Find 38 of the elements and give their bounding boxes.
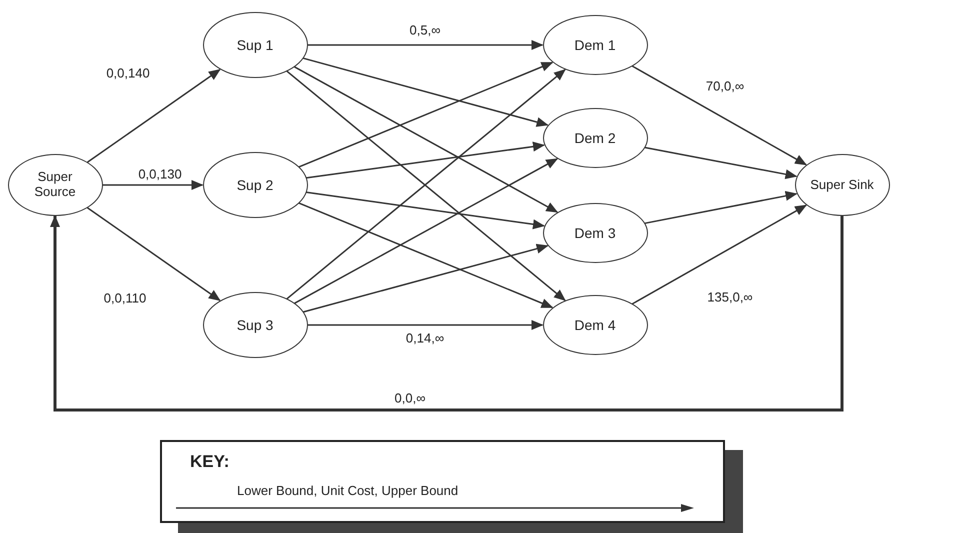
arrow: [308, 40, 544, 50]
node-label: Super Sink: [810, 178, 874, 192]
arrow: [298, 202, 554, 308]
node-label: Dem 4: [574, 316, 616, 334]
node-label: Sup 3: [236, 316, 274, 334]
edge-label: 70,0,∞: [704, 78, 746, 94]
node-ellipse: [794, 154, 890, 216]
arrow: [298, 62, 554, 168]
arrow: [644, 146, 798, 180]
arrow: [86, 207, 221, 302]
arrow: [303, 244, 549, 313]
node-label: Dem 1: [574, 36, 616, 54]
legend-text: Lower Bound, Unit Cost, Upper Bound: [237, 483, 458, 498]
edge-label: 0,0,110: [102, 290, 148, 306]
arrow: [86, 68, 221, 163]
node-label: Super Source: [33, 170, 77, 200]
arrow: [302, 57, 549, 127]
edge-label: 0,0,140: [104, 66, 152, 80]
edge-label: 0,0,130: [136, 166, 184, 182]
node-label: Dem 2: [574, 130, 616, 146]
arrow: [306, 142, 545, 179]
edge-label: 0,14,∞: [404, 330, 446, 346]
arrow: [632, 65, 807, 166]
node-label: Sup 2: [236, 176, 274, 194]
key-title: KEY:: [190, 452, 230, 472]
arrow: [294, 158, 558, 304]
arrow: [294, 66, 558, 213]
node-label: Dem 3: [574, 224, 616, 242]
arrow: [102, 180, 204, 190]
node-label: Sup 1: [236, 36, 274, 54]
arrow: [644, 191, 798, 224]
arrow: [306, 191, 545, 230]
edge-label: 0,0,∞: [392, 390, 428, 406]
arrow: [308, 320, 544, 330]
edge-label: 0,5,∞: [408, 22, 442, 38]
arrow: [50, 215, 844, 412]
edge-label: 135,0,∞: [705, 290, 755, 304]
arrow: [632, 204, 807, 305]
